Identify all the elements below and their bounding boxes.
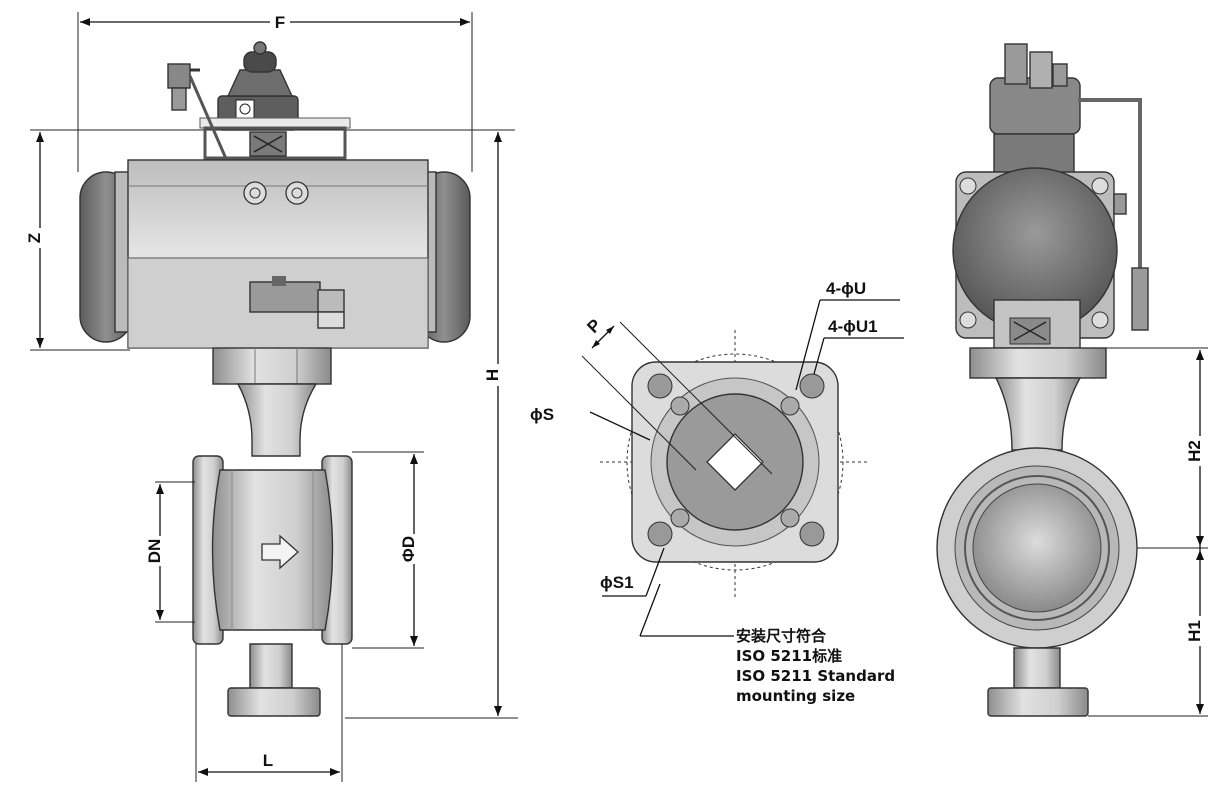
dimension-f: F bbox=[77, 12, 473, 172]
dimension-z: Z bbox=[25, 129, 515, 351]
side-bracket bbox=[969, 299, 1107, 451]
label-z: Z bbox=[25, 233, 44, 243]
note-line-1: 安装尺寸符合 bbox=[736, 627, 827, 645]
label-h1: H1 bbox=[1185, 620, 1204, 642]
dimension-h: H bbox=[345, 132, 518, 719]
side-actuator bbox=[952, 167, 1149, 339]
side-valve-body bbox=[936, 447, 1138, 717]
label-p: P bbox=[583, 315, 604, 336]
positioner bbox=[199, 41, 351, 160]
note-line-3: ISO 5211 Standard bbox=[736, 667, 895, 685]
front-view: F Z H bbox=[25, 12, 518, 782]
dimension-h1-h2: H2 H1 bbox=[1088, 347, 1208, 717]
label-phis: ϕS bbox=[530, 405, 554, 424]
label-phid: ΦD bbox=[399, 536, 418, 562]
actuator bbox=[79, 159, 471, 349]
note-line-2: ISO 5211标准 bbox=[736, 647, 842, 665]
note-line-4: mounting size bbox=[736, 687, 855, 705]
label-4-phiu1: 4-ϕU1 bbox=[828, 317, 878, 336]
dimension-l: L bbox=[195, 644, 343, 782]
valve-body-front bbox=[192, 455, 353, 717]
label-h2: H2 bbox=[1185, 440, 1204, 462]
side-view: H2 H1 bbox=[936, 43, 1208, 717]
label-4-phiu: 4-ϕU bbox=[826, 279, 866, 298]
label-l: L bbox=[263, 751, 273, 770]
label-phis1: ϕS1 bbox=[600, 573, 634, 592]
dimension-dn: DN bbox=[145, 481, 195, 623]
label-h: H bbox=[483, 369, 502, 381]
bracket bbox=[212, 347, 332, 457]
iso-flange-view: P ϕS ϕS1 4-ϕU 4-ϕU1 安装尺寸符合 ISO 5211标准 IS… bbox=[530, 279, 904, 705]
dimension-phid: ΦD bbox=[352, 451, 424, 649]
label-f: F bbox=[275, 13, 285, 32]
label-dn: DN bbox=[145, 539, 164, 564]
flow-arrow-icon bbox=[261, 534, 299, 570]
